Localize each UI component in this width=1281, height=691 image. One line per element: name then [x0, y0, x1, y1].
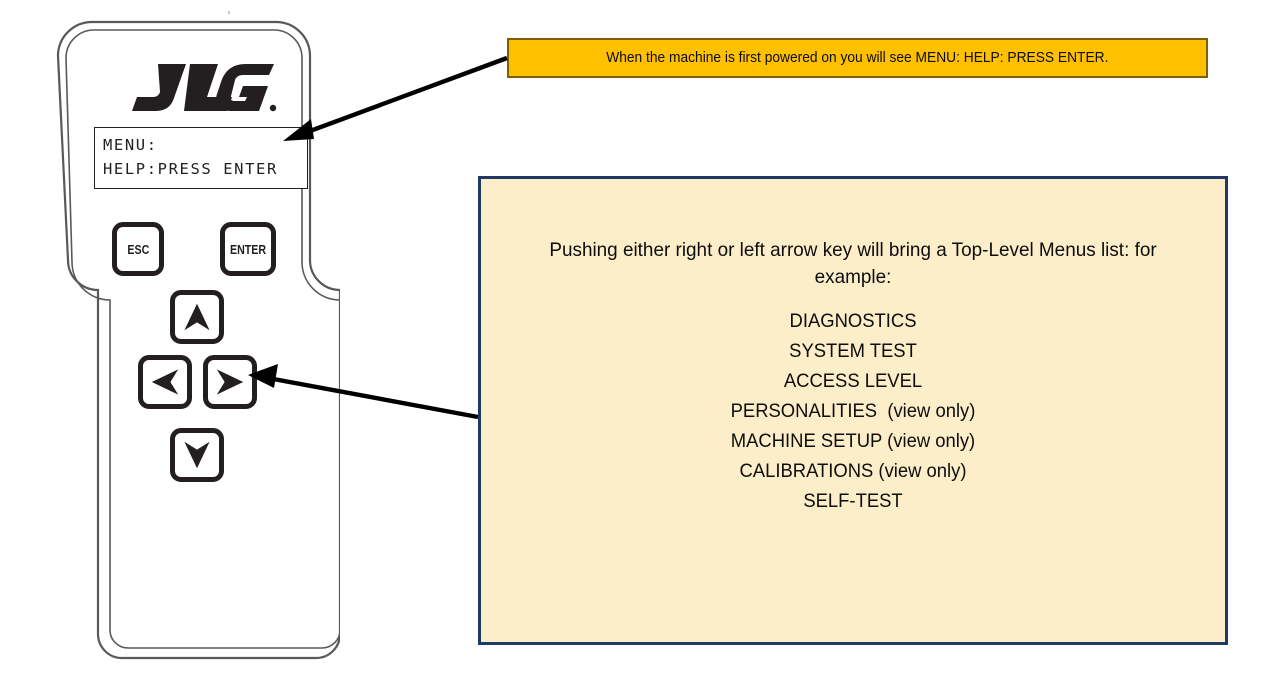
- menu-list-item: DIAGNOSTICS: [789, 311, 917, 332]
- menu-list-item: ACCESS LEVEL: [783, 371, 923, 392]
- arrow-up-key[interactable]: [170, 290, 224, 344]
- power-on-callout-text: When the machine is first powered on you…: [606, 50, 1109, 66]
- arrow-right-icon: [216, 369, 244, 395]
- arrow-left-icon: [151, 369, 179, 395]
- arrow-down-icon: [184, 441, 210, 469]
- menu-list-item: CALIBRATIONS (view only): [739, 461, 967, 482]
- menu-list-item: PERSONALITIES (view only): [730, 401, 976, 422]
- jlg-analyzer-device: MENU: HELP:PRESS ENTER ESC ENTER: [0, 0, 340, 691]
- menu-list-item: MACHINE SETUP (view only): [730, 431, 976, 452]
- arrow-down-key[interactable]: [170, 428, 224, 482]
- esc-key[interactable]: ESC: [112, 222, 164, 276]
- enter-key[interactable]: ENTER: [220, 222, 276, 276]
- power-on-callout-banner: When the machine is first powered on you…: [507, 38, 1208, 78]
- arrow-up-icon: [184, 303, 210, 331]
- top-level-menu-list: DIAGNOSTICS SYSTEM TEST ACCESS LEVEL PER…: [507, 307, 1199, 517]
- stray-mark: [228, 11, 230, 14]
- menu-list-item: SELF-TEST: [803, 491, 903, 512]
- esc-key-label: ESC: [127, 241, 149, 257]
- lcd-line-1: MENU:: [103, 136, 158, 154]
- top-level-menus-intro: Pushing either right or left arrow key w…: [549, 239, 1157, 288]
- registered-mark-icon: [269, 104, 277, 112]
- enter-key-label: ENTER: [229, 241, 267, 257]
- jlg-logo: [132, 64, 277, 112]
- arrow-right-key[interactable]: [203, 355, 257, 409]
- arrow-left-key[interactable]: [138, 355, 192, 409]
- menu-list-item: SYSTEM TEST: [789, 341, 917, 362]
- lcd-line-2: HELP:PRESS ENTER: [103, 160, 278, 178]
- top-level-menus-callout-box: Pushing either right or left arrow key w…: [478, 176, 1228, 645]
- lcd-display: MENU: HELP:PRESS ENTER: [94, 127, 308, 189]
